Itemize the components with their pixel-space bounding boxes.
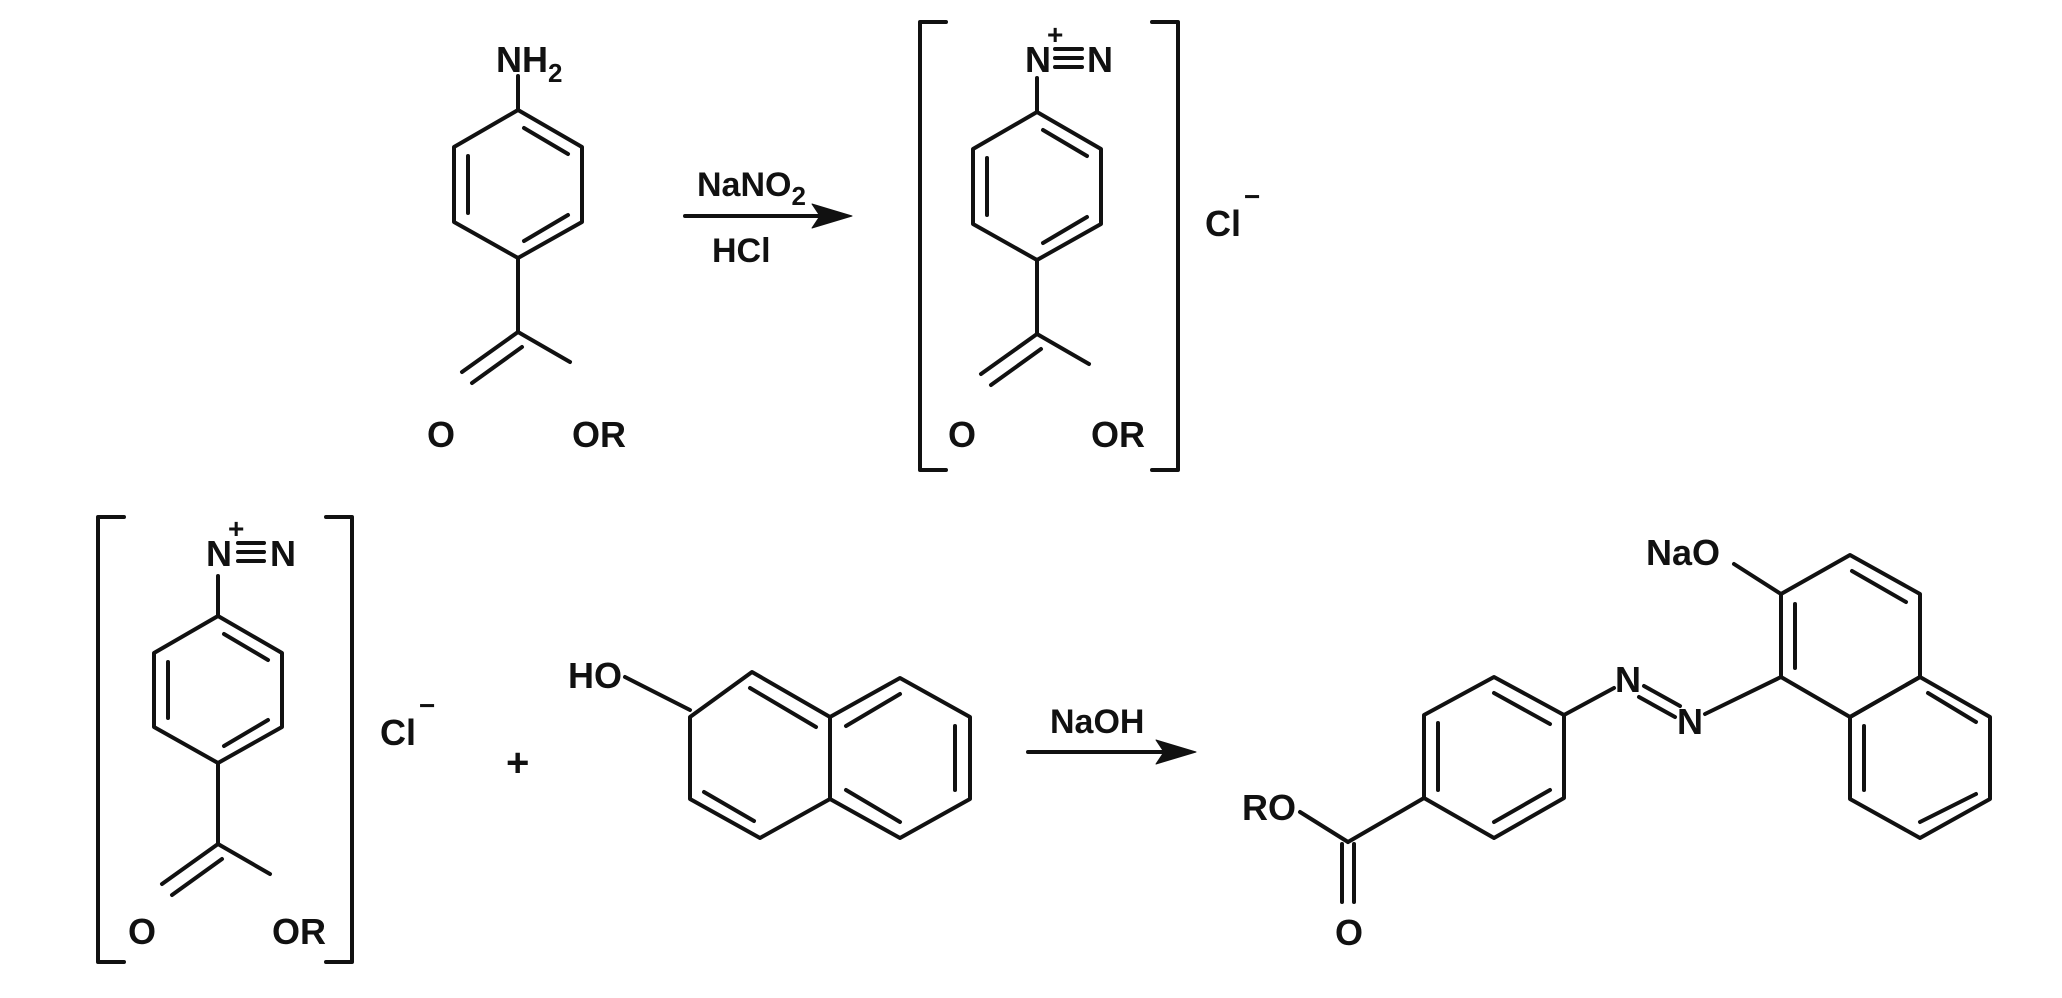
bracket-left (96, 515, 126, 964)
counterion-chloride: Cl − (1205, 181, 1260, 244)
benzene-ring (1422, 675, 1566, 840)
bracket-left (918, 20, 948, 472)
bond-ester-o (516, 330, 572, 364)
ring-double-bond (222, 718, 270, 748)
reactant-aminobenzoate: NH2 O OR (427, 39, 626, 455)
ring-double-bond (844, 788, 902, 824)
naphthalene-ring-right (828, 676, 972, 840)
chloride-label: Cl (380, 712, 416, 753)
reactant-diazonium-salt: N + N O OR (96, 513, 354, 964)
azo-n1-label: N (1615, 659, 1641, 700)
amine-label: NH2 (496, 39, 562, 88)
carbonyl-o-label: O (128, 911, 156, 952)
naphthalene-ring-top (1779, 553, 1922, 719)
carbonyl-double-bond (460, 330, 520, 374)
carbonyl-double-bond (470, 345, 524, 385)
ring-double-bond (522, 213, 570, 243)
benzene-ring (452, 108, 584, 260)
bond-n-naphthalene (1703, 675, 1783, 716)
ring-double-bond (522, 126, 570, 156)
carbonyl-double-bond (989, 347, 1043, 387)
reagent-nano2: NaNO2 (697, 166, 806, 211)
ester-or-label: OR (1091, 414, 1145, 455)
reagent-naoh: NaOH (1050, 703, 1144, 741)
reaction-arrow-2: NaOH (1026, 703, 1197, 765)
bond-o-ring (1732, 562, 1783, 596)
negative-charge: − (1244, 181, 1260, 212)
ring-double-bond (222, 632, 270, 662)
naphthalene-ring-left (688, 670, 832, 840)
naphthoxide-label: NaO (1646, 532, 1720, 573)
plus-sign: + (506, 741, 529, 785)
bond-ester-o (1035, 332, 1091, 366)
diazonium-n1-label: N (206, 533, 232, 574)
reagent-hcl: HCl (712, 232, 771, 270)
carbonyl-double-bond (170, 857, 224, 897)
bond-ester-o (216, 842, 272, 876)
ring-double-bond (1492, 691, 1552, 726)
bond-ring-n (1562, 686, 1616, 717)
benzene-ring (152, 614, 284, 765)
azo-n2-label: N (1677, 701, 1703, 742)
ester-ro-label: RO (1242, 787, 1296, 828)
product-diazonium-salt: N + N O OR (918, 19, 1180, 472)
carbonyl-double-bond (979, 332, 1039, 376)
ester-or-label: OR (272, 911, 326, 952)
benzene-ring (971, 110, 1103, 262)
bond-o-ring (623, 675, 692, 712)
arrow-head (811, 203, 853, 229)
carbonyl-o-label: O (427, 414, 455, 455)
ring-double-bond (1850, 569, 1908, 604)
bond-carbonyl-ring (1346, 796, 1426, 844)
negative-charge: − (419, 690, 435, 721)
chloride-label: Cl (1205, 203, 1241, 244)
arrow-head (1155, 739, 1197, 765)
counterion-chloride: Cl − (380, 690, 435, 753)
ring-double-bond (844, 692, 902, 728)
azo-double-bond (1642, 684, 1682, 708)
positive-charge: + (228, 513, 244, 544)
ester-or-label: OR (572, 414, 626, 455)
diazonium-n2-label: N (270, 533, 296, 574)
ring-double-bond (1926, 691, 1978, 724)
bracket-right (1150, 20, 1180, 472)
reactant-2-naphthol: HO (568, 655, 972, 840)
carbonyl-o-label: O (948, 414, 976, 455)
diazonium-n1-label: N (1025, 39, 1051, 80)
bond-ro-carbonyl (1298, 810, 1350, 844)
positive-charge: + (1047, 19, 1063, 50)
azo-double-bond (1637, 695, 1677, 719)
naphthalene-ring-bottom (1848, 675, 1992, 840)
ring-double-bond (702, 790, 756, 823)
ring-double-bond (1041, 128, 1089, 158)
bracket-right (324, 515, 354, 964)
hydroxyl-label: HO (568, 655, 622, 696)
diazonium-n2-label: N (1087, 39, 1113, 80)
carbonyl-double-bond (160, 842, 220, 886)
carbonyl-o-label: O (1335, 912, 1363, 953)
ring-double-bond (1041, 215, 1089, 245)
ring-double-bond (748, 686, 818, 729)
ring-double-bond (1918, 792, 1978, 824)
ring-double-bond (1492, 788, 1552, 824)
reaction-arrow-1: NaNO2 HCl (683, 166, 853, 270)
product-azo-dye: RO O N N NaO (1242, 532, 1992, 953)
